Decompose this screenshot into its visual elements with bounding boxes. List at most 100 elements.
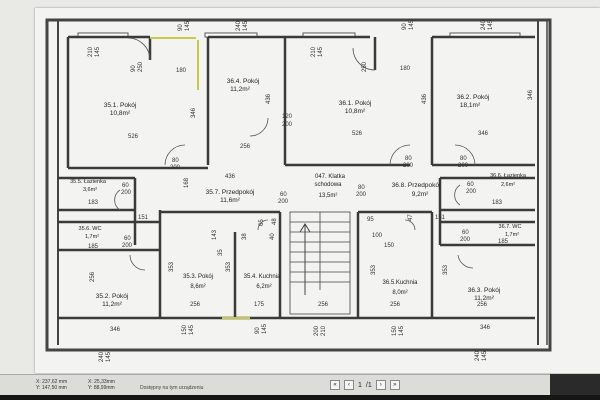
dim-346-e: 346 <box>480 325 491 331</box>
dim-200-h: 200 <box>466 189 477 195</box>
door-swings <box>114 37 476 271</box>
dim-bot-145a: 145 <box>189 324 195 335</box>
first-page-button[interactable]: « <box>330 380 340 390</box>
room-36-6-area: 2,6m² <box>501 182 515 188</box>
selection-coordinates: X: 25,33mm Y: 88,99mm <box>88 379 128 391</box>
dim-40: 40 <box>270 233 276 240</box>
dim-60-d: 60 <box>124 236 131 242</box>
room-36-1-area: 10,8m² <box>345 108 366 115</box>
dimension-labels: 210 145 90 145 240 145 210 145 90 145 24… <box>88 19 534 362</box>
dim-top-240: 240 <box>236 20 242 31</box>
dim-185-a: 185 <box>88 244 99 250</box>
dim-bot-145e: 145 <box>482 350 488 361</box>
monitor-bezel <box>0 395 600 400</box>
availability-hint: Dostępny na tym urządzeniu <box>140 385 204 391</box>
room-35-1-area: 10,8m² <box>110 110 131 117</box>
room-35-4-name: 35.4. Kuchnia <box>244 274 281 280</box>
dim-bot-145c: 145 <box>399 325 405 336</box>
room-36-6-name: 36.6. Łazienka <box>490 173 527 179</box>
next-page-button[interactable]: › <box>375 380 386 390</box>
dim-bot-145d: 145 <box>106 351 112 362</box>
room-36-4-name: 36.4. Pokój <box>227 78 260 85</box>
room-36-2-area: 18,1m² <box>460 102 481 109</box>
room-36-5-area: 8,0m² <box>392 290 407 296</box>
room-36-1-name: 36.1. Pokój <box>339 100 372 107</box>
page-count: /1 <box>365 381 372 389</box>
dim-168: 168 <box>184 177 190 188</box>
room-35-6-area: 1,7m² <box>85 234 99 240</box>
dim-436-c: 436 <box>225 174 236 180</box>
dim-185-b: 185 <box>498 239 509 245</box>
dim-183-a: 183 <box>88 200 99 206</box>
room-35-2-area: 11,2m² <box>102 301 123 308</box>
dim-200-d: 200 <box>278 199 289 205</box>
dim-47: 47 <box>408 214 414 221</box>
dim-256-a: 256 <box>240 144 251 150</box>
dim-180-a: 180 <box>176 68 187 74</box>
dim-353-d: 353 <box>443 264 449 275</box>
dim-top-145c: 145 <box>243 20 249 31</box>
dim-bot-145b: 145 <box>262 323 268 334</box>
dim-353-c: 353 <box>371 264 377 275</box>
room-35-1-name: 35.1. Pokój <box>104 102 137 109</box>
room-labels: 35.1. Pokój 10,8m² 36.4. Pokój 11,2m² 36… <box>70 78 527 308</box>
dim-top-145d: 145 <box>318 46 324 57</box>
dim-256-f: 256 <box>90 271 96 282</box>
dim-346-c: 346 <box>478 131 489 137</box>
dim-346-a: 346 <box>191 107 197 118</box>
dim-top-210b: 210 <box>311 46 317 57</box>
dim-353-b: 353 <box>226 261 232 272</box>
coord-x: X: 237,62 mm <box>36 379 68 385</box>
dim-60-b: 60 <box>280 192 287 198</box>
dim-346-d: 346 <box>110 327 121 333</box>
dim-top-145f: 145 <box>488 19 494 30</box>
dim-80-c: 80 <box>405 156 412 162</box>
dim-151-a: 151 <box>138 215 149 221</box>
dim-180-b: 180 <box>400 66 411 72</box>
dim-250-a: 250 <box>138 61 144 72</box>
dim-80-b: 80 <box>358 185 365 191</box>
dim-200-g: 200 <box>458 163 469 169</box>
dim-60-a: 60 <box>122 183 129 189</box>
staircase <box>289 211 351 315</box>
room-35-5-area: 3,6m² <box>83 187 97 193</box>
dim-bot-150a: 150 <box>182 324 188 335</box>
dim-top-210: 210 <box>88 46 94 57</box>
dim-256-c: 256 <box>318 302 329 308</box>
dim-250-b: 250 <box>362 61 368 72</box>
dim-200-j: 200 <box>460 237 471 243</box>
dim-143: 143 <box>212 229 218 240</box>
dim-200-c: 200 <box>121 190 132 196</box>
dim-60-e: 60 <box>462 230 469 236</box>
room-36-8-area: 9,2m² <box>412 191 429 198</box>
dim-436-b: 436 <box>422 93 428 104</box>
window-highlights <box>150 37 250 319</box>
dim-bot-240a: 240 <box>99 351 105 362</box>
dim-top-240b: 240 <box>481 19 487 30</box>
room-36-4-area: 11,2m² <box>230 86 251 93</box>
coord-y: Y: 147,50 mm <box>36 385 67 391</box>
dim-90-250-a: 90 <box>131 65 137 72</box>
outer-walls <box>45 18 552 352</box>
dim-200-a: 200 <box>282 122 293 128</box>
page-number[interactable]: 1 <box>358 381 362 389</box>
prev-page-button[interactable]: ‹ <box>344 380 354 390</box>
dim-353-a: 353 <box>169 261 175 272</box>
dim-526-a: 526 <box>128 134 139 140</box>
coord-y2: Y: 88,99mm <box>88 385 115 391</box>
dim-200-e: 200 <box>356 192 367 198</box>
dim-35: 35 <box>218 249 224 256</box>
dim-120: 120 <box>282 114 293 120</box>
room-35-2-name: 35.2. Pokój <box>96 293 129 300</box>
dim-200-b: 200 <box>170 165 181 171</box>
dim-80: 80 <box>172 158 179 164</box>
room-35-6-name: 35.6. WC <box>79 226 102 232</box>
cursor-coordinates: X: 237,62 mm Y: 147,50 mm <box>36 379 96 391</box>
room-36-8-name: 36.8. Przedpokój <box>392 182 441 189</box>
room-047-name2: schodowa <box>314 182 342 188</box>
room-36-2-name: 36.2. Pokój <box>457 94 490 101</box>
last-page-button[interactable]: » <box>389 380 400 390</box>
dim-526-b: 526 <box>352 131 363 137</box>
